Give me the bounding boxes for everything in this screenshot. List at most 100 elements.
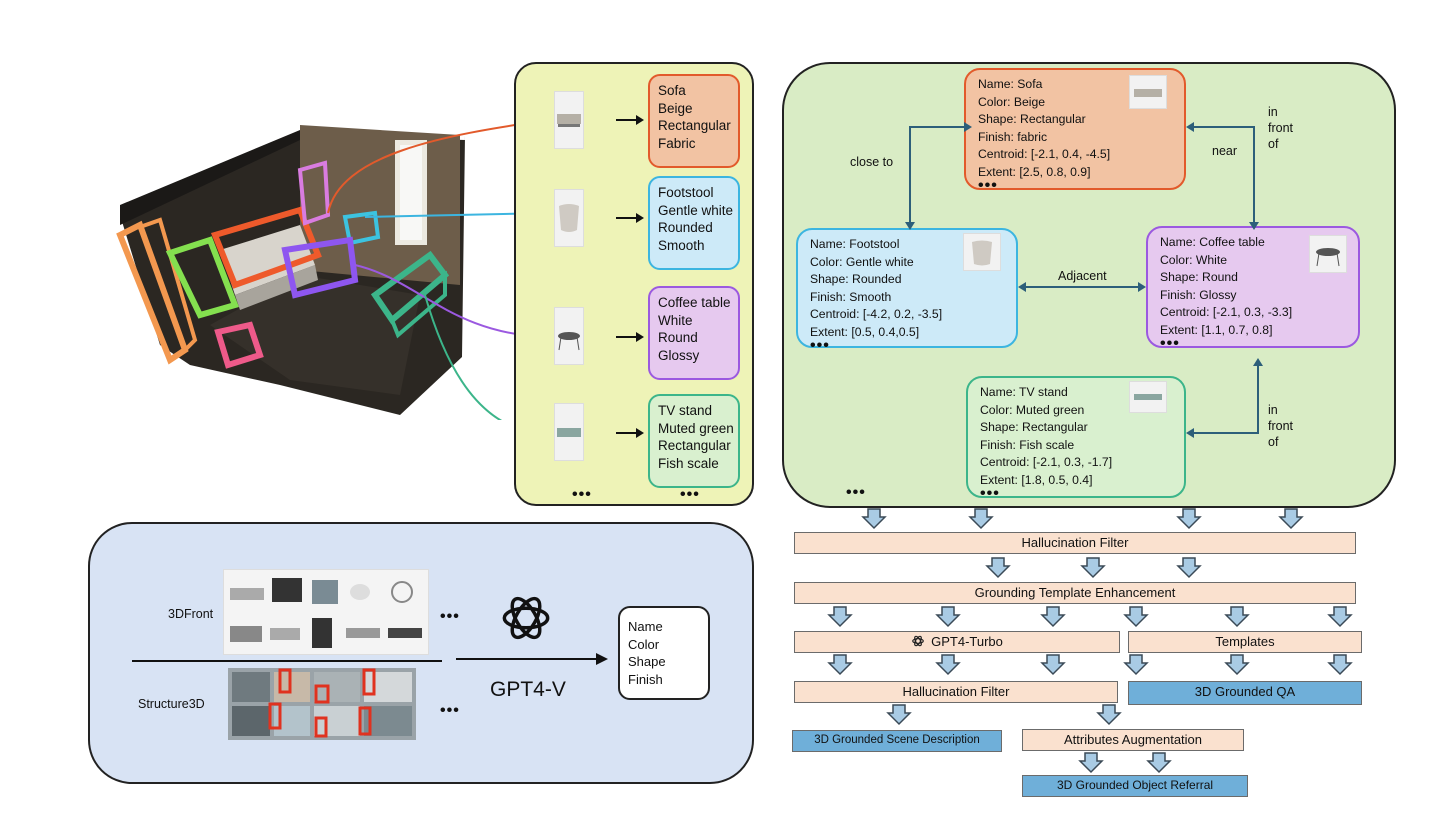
room-render: [116, 123, 520, 420]
attr-line: Glossy: [658, 347, 700, 363]
relation-edges: [905, 122, 1263, 438]
card-line: Finish: Glossy: [1160, 287, 1237, 302]
ellipsis: •••: [440, 608, 460, 625]
ellipsis: •••: [440, 702, 460, 719]
attr-line: Footstool: [658, 185, 714, 200]
output-line: Name: [628, 619, 663, 634]
attr-line: Sofa: [658, 83, 686, 98]
relation-near: near: [1212, 144, 1238, 158]
gpt4v-label: GPT4-V: [490, 678, 566, 701]
sofa-card-thumbnail: [1130, 76, 1166, 108]
hallucination-filter-2: Hallucination Filter: [794, 681, 1118, 703]
grounded-qa-output: 3D Grounded QA: [1128, 681, 1362, 705]
tv-stand-card-thumbnail: [1130, 382, 1166, 412]
openai-logo-icon: [911, 634, 925, 648]
grounding-template-enhancement: Grounding Template Enhancement: [794, 582, 1356, 604]
output-line: Color: [628, 636, 660, 652]
card-line: Finish: Smooth: [810, 289, 892, 304]
card-line: Name: Coffee table: [1160, 235, 1265, 249]
green-bbox: [165, 236, 239, 319]
scene-card-footstool: Name: Footstool Color: Gentle white Shap…: [796, 228, 1018, 354]
label-3dfront: 3DFront: [168, 607, 214, 621]
card-line: Color: Beige: [978, 94, 1046, 109]
magenta-bbox: [214, 321, 264, 369]
card-line: Name: TV stand: [980, 385, 1068, 399]
attr-box-coffee-table: Coffee table White Round Glossy: [648, 286, 740, 380]
structure3d-image-grid: [228, 668, 416, 740]
hallucination-filter-1: Hallucination Filter: [794, 532, 1356, 554]
attr-line: Rectangular: [658, 118, 731, 133]
label-structure3d: Structure3D: [138, 697, 205, 711]
attributes-augmentation: Attributes Augmentation: [1022, 729, 1244, 751]
relation-close-to: close to: [850, 155, 894, 169]
card-line: Shape: Round: [1160, 270, 1238, 284]
card-line: Color: Muted green: [980, 402, 1085, 417]
attr-line: Coffee table: [658, 295, 731, 310]
purple-bbox: [281, 236, 359, 299]
card-line: Finish: fabric: [978, 129, 1048, 144]
pink-bbox: [297, 160, 331, 226]
tv-stand-thumbnail: [555, 404, 583, 460]
card-line: Shape: Rectangular: [980, 420, 1088, 434]
ellipsis: •••: [978, 177, 998, 194]
attr-line: TV stand: [658, 403, 713, 418]
3dfront-image-grid: [224, 570, 428, 654]
attr-line: Round: [658, 330, 698, 345]
attr-box-sofa: Sofa Beige Rectangular Fabric: [648, 74, 740, 168]
dataset-divider: [132, 660, 442, 662]
attr-line: Rounded: [658, 220, 713, 235]
card-line: Extent: [0.5, 0.4,0.5]: [810, 324, 920, 339]
relation-in-front-of: in front of: [1268, 403, 1294, 449]
thumb-to-attr-arrows: [616, 115, 644, 438]
scene-description-output: 3D Grounded Scene Description: [792, 730, 1002, 752]
card-line: Color: White: [1160, 252, 1228, 267]
card-line: Centroid: [-4.2, 0.2, -3.5]: [810, 307, 943, 321]
ellipsis: •••: [980, 485, 1000, 502]
ellipsis: •••: [680, 486, 700, 503]
coffee-table-card-thumbnail: [1310, 236, 1346, 272]
output-line: Shape: [628, 654, 666, 669]
red-bbox: [210, 206, 322, 289]
cyan-bbox: [342, 210, 381, 246]
card-line: Centroid: [-2.1, 0.4, -4.5]: [978, 147, 1111, 161]
relation-adjacent: Adjacent: [1058, 269, 1107, 283]
ellipsis: •••: [1160, 335, 1180, 352]
ellipsis: •••: [846, 484, 866, 501]
gpt4v-output-box: Name Color Shape Finish: [618, 606, 710, 700]
card-line: Color: Gentle white: [810, 254, 914, 269]
coffee-table-thumbnail: [555, 308, 583, 364]
card-line: Centroid: [-2.1, 0.3, -3.3]: [1160, 305, 1293, 319]
card-line: Shape: Rounded: [810, 272, 902, 286]
card-line: Centroid: [-2.1, 0.3, -1.7]: [980, 455, 1113, 469]
ellipsis: •••: [572, 486, 592, 503]
object-referral-output: 3D Grounded Object Referral: [1022, 775, 1248, 797]
card-line: Name: Sofa: [978, 77, 1043, 91]
gpt4-turbo-stage: GPT4-Turbo: [794, 631, 1120, 653]
sofa-thumbnail: [555, 92, 583, 148]
attr-line: Beige: [658, 100, 693, 116]
ellipsis: •••: [810, 337, 830, 354]
card-line: Name: Footstool: [810, 237, 900, 251]
attr-line: Gentle white: [658, 202, 734, 218]
footstool-card-thumbnail: [964, 234, 1000, 270]
card-line: Extent: [1.1, 0.7, 0.8]: [1160, 322, 1273, 337]
attr-box-tv-stand: TV stand Muted green Rectangular Fish sc…: [648, 394, 740, 488]
attr-line: Fish scale: [658, 455, 719, 471]
gpt4v-arrow: [456, 653, 608, 665]
attr-line: White: [658, 312, 693, 328]
attr-box-footstool: Footstool Gentle white Rounded Smooth: [648, 176, 740, 270]
card-line: Extent: [1.8, 0.5, 0.4]: [980, 472, 1093, 487]
relation-in-front-of: in front of: [1268, 105, 1294, 151]
output-line: Finish: [628, 671, 663, 687]
attr-line: Fabric: [658, 135, 696, 151]
openai-logo-icon: [500, 592, 552, 644]
card-line: Extent: [2.5, 0.8, 0.9]: [978, 164, 1091, 179]
card-line: Shape: Rectangular: [978, 112, 1086, 126]
attr-line: Muted green: [658, 420, 734, 436]
card-line: Finish: Fish scale: [980, 437, 1075, 452]
footstool-thumbnail: [555, 190, 583, 246]
gpt4-turbo-label: GPT4-Turbo: [931, 634, 1003, 649]
attr-line: Smooth: [658, 237, 705, 253]
attr-line: Rectangular: [658, 438, 731, 453]
templates-stage: Templates: [1128, 631, 1362, 653]
